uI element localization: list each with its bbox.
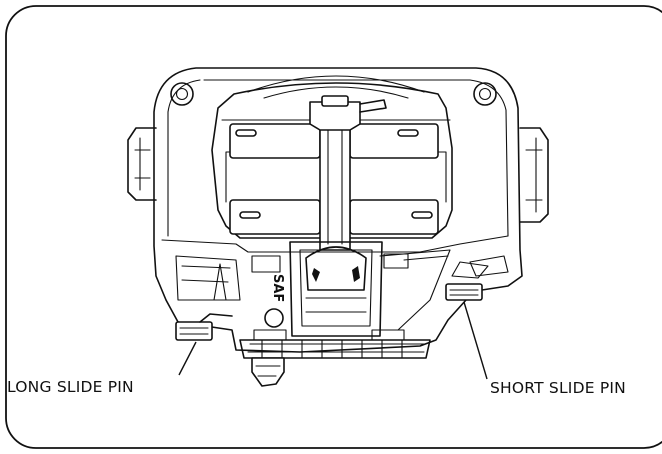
pad-plate-upper-left [229,123,321,159]
retaining-clip [309,101,361,131]
saf-logo: SAF [264,274,285,328]
short-slide-pin-part [445,283,483,301]
right-mount-bracket [519,127,549,223]
short-slide-pin-label: SHORT SLIDE PIN [490,379,626,397]
brake-caliper-illustration: SAF [127,67,549,387]
bolt-boss-left [170,82,194,106]
piston-housing [289,241,383,337]
leader-long-slide-pin [178,341,197,376]
long-slide-pin-label: LONG SLIDE PIN [7,378,134,396]
retaining-bar [319,109,351,251]
long-slide-pin-part [175,313,233,341]
caliper-body-outline [153,67,523,353]
bleed-nipple [251,357,285,387]
leader-short-slide-pin [463,301,488,380]
bolt-boss-right [473,82,497,106]
pad-plate-upper-right [349,123,439,159]
left-mount-bracket [127,127,157,201]
bottom-strip [239,339,431,359]
svg-text:SAF: SAF [270,274,285,302]
figure-border [5,5,662,449]
